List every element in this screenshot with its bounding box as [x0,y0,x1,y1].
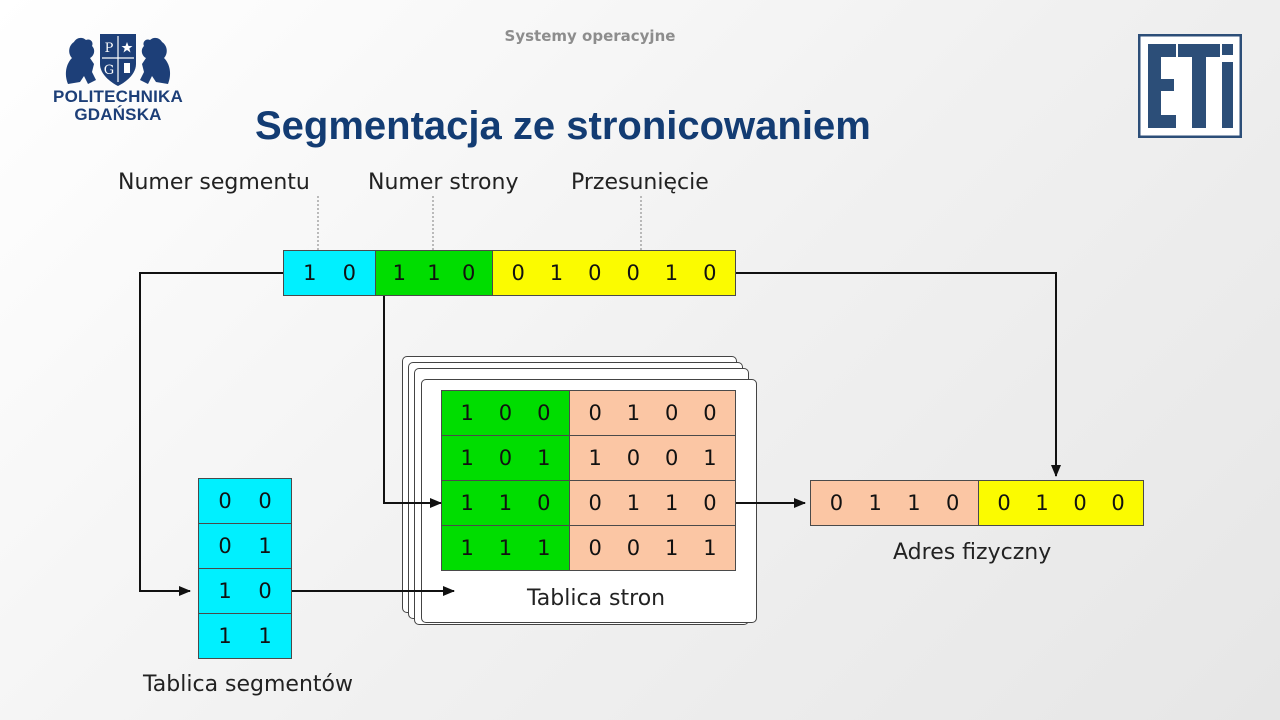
bit: 0 [588,261,602,285]
page-table-caption: Tablica stron [527,586,666,611]
bit: 0 [664,401,679,425]
bit: 0 [1111,491,1125,515]
bit: 0 [218,534,232,558]
bit: 0 [997,491,1011,515]
bit: 0 [829,491,844,515]
bit: 1 [868,491,882,515]
bit: 0 [461,261,476,285]
bit: 1 [218,624,232,648]
bit: 0 [498,446,513,470]
eti-logo [1138,34,1242,138]
physical-address-caption: Adres fizyczny [893,540,1052,565]
bit: 1 [703,536,717,560]
offset-copy-arrow [736,272,1061,477]
bit: 0 [537,401,551,425]
bit: 1 [392,261,407,285]
bit: 1 [588,446,602,470]
bit: 1 [460,446,474,470]
bit: 1 [258,624,272,648]
bit: 1 [537,536,551,560]
segment-lookup-arrow [139,272,283,596]
bit: 0 [588,401,602,425]
bit: 0 [703,261,717,285]
bit: 1 [218,579,232,603]
bit: 0 [626,446,641,470]
crest-letter-p: P [105,41,114,56]
logo-line-2: GDAŃSKA [74,105,162,124]
bit: 0 [218,489,232,513]
bit: 0 [588,536,602,560]
bit: 1 [664,491,679,515]
bit: 0 [945,491,960,515]
bit: 0 [588,491,602,515]
segment-table-caption: Tablica segmentów [143,672,353,697]
logo-line-1: POLITECHNIKA [53,87,183,106]
offset-label: Przesunięcie [571,170,709,195]
bit: 0 [1073,491,1087,515]
page-number-label: Numer strony [368,170,519,195]
bit: 1 [498,536,513,560]
politechnika-logo: P G POLITECHNIKA GDAŃSKA [48,30,188,124]
bit: 0 [511,261,525,285]
bit: 0 [498,401,513,425]
pg-crest-icon: P G [65,34,171,86]
bit: 1 [258,534,272,558]
segment-number-label: Numer segmentu [118,170,310,195]
bit: 1 [460,536,474,560]
bit: 1 [303,261,317,285]
slide-title: Segmentacja ze stronicowaniem [255,104,871,148]
bit: 1 [460,491,474,515]
bit: 1 [460,401,474,425]
bit: 0 [664,446,679,470]
bit: 1 [427,261,441,285]
bit: 0 [626,261,640,285]
bit: 1 [1035,491,1049,515]
bit: 0 [703,491,717,515]
bit: 1 [907,491,921,515]
crest-letter-g: G [104,63,114,78]
bit: 1 [626,401,641,425]
bit: 1 [498,491,513,515]
bit: 0 [537,491,551,515]
bit: 0 [258,489,272,513]
bit: 1 [703,446,717,470]
course-caption: Systemy operacyjne [504,27,676,45]
page-lookup-arrow [383,296,442,508]
bit: 1 [626,491,641,515]
bit: 1 [537,446,551,470]
bit: 0 [342,261,356,285]
bit: 1 [664,536,679,560]
bit: 0 [703,401,717,425]
bit: 1 [664,261,679,285]
bit: 1 [549,261,564,285]
bit: 0 [626,536,641,560]
bit: 0 [258,579,272,603]
